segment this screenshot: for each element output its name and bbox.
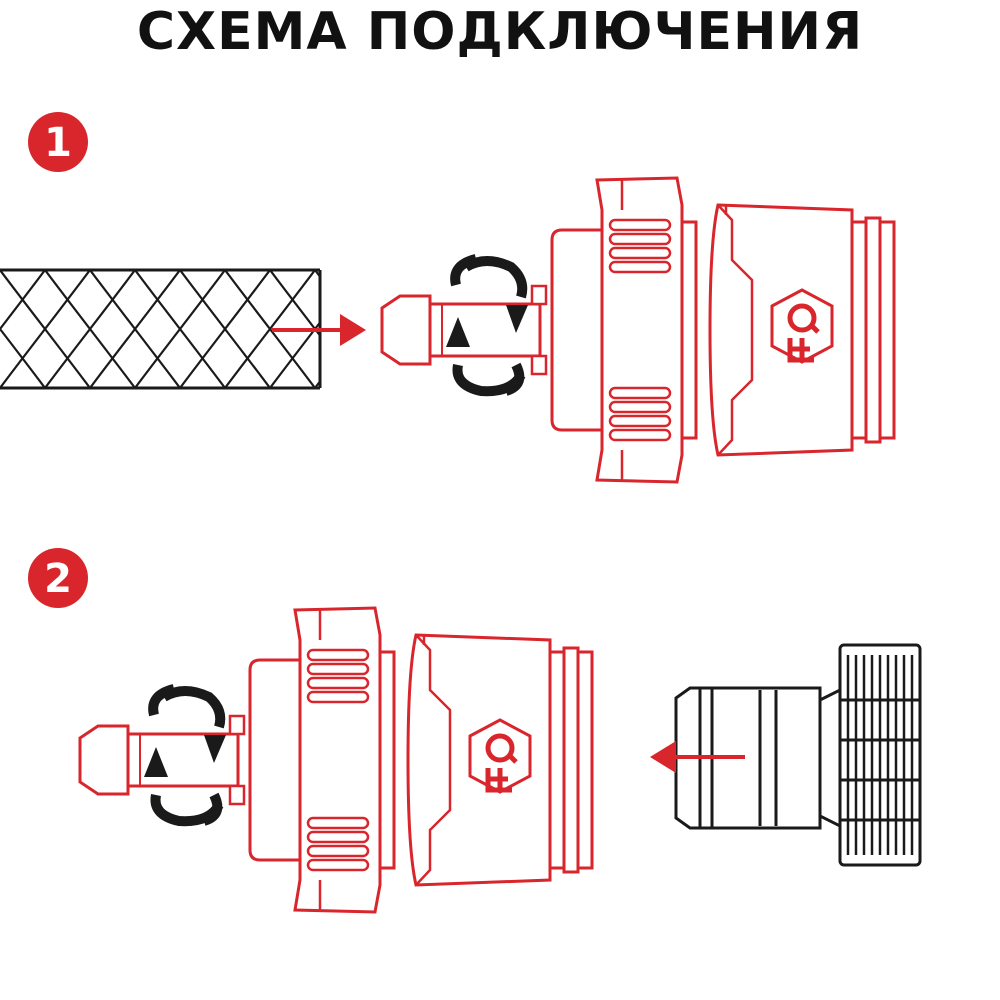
step-1-badge: 1: [28, 112, 88, 172]
step-2: 2: [28, 548, 922, 912]
hose-braid-line: [0, 327, 46, 388]
hose-braid-line: [89, 270, 181, 388]
hose-braid-line: [0, 270, 91, 388]
hose-braid-line: [224, 270, 316, 388]
push-arrow-icon: [272, 314, 366, 346]
step-1: 1: [0, 112, 894, 482]
step-2-badge: 2: [28, 548, 88, 608]
hose-braid-line: [44, 270, 136, 388]
hose-braid-line: [0, 270, 46, 331]
hose-icon: [0, 268, 322, 390]
tap-adapter-icon: [674, 643, 922, 867]
step-1-number: 1: [44, 120, 72, 166]
hose-braid-line: [179, 270, 271, 388]
step-2-number: 2: [44, 556, 72, 602]
push-arrow-icon: [650, 741, 745, 773]
hose-braid-line: [134, 270, 226, 388]
page-title: СХЕМА ПОДКЛЮЧЕНИЯ: [136, 2, 864, 62]
